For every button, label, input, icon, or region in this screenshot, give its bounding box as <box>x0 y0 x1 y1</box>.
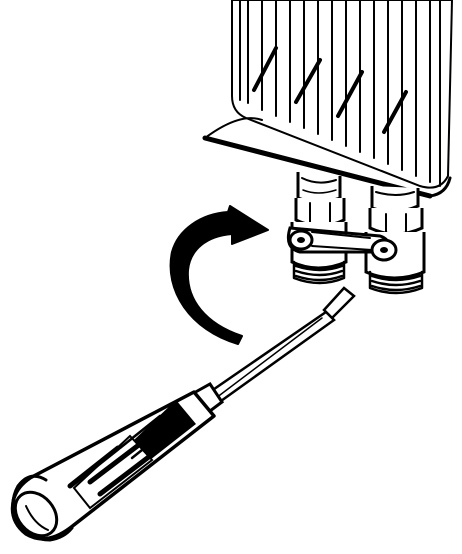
left-pipe <box>294 172 346 228</box>
right-thread <box>368 270 424 295</box>
radiator <box>202 0 454 199</box>
valve-assembly <box>286 172 426 295</box>
radiator-fins <box>239 0 441 187</box>
radiator-body <box>231 0 454 189</box>
radiator-fin-shading <box>252 46 408 134</box>
right-pipe <box>368 186 424 236</box>
radiator-bottom-edge <box>202 135 433 199</box>
handle-grooves <box>67 400 196 510</box>
left-thread <box>292 260 346 285</box>
screwdriver-end-cap <box>11 474 74 542</box>
curved-arrow-clockwise-icon <box>169 205 269 345</box>
connecting-bar <box>286 226 398 262</box>
screwdriver-icon <box>10 286 356 542</box>
